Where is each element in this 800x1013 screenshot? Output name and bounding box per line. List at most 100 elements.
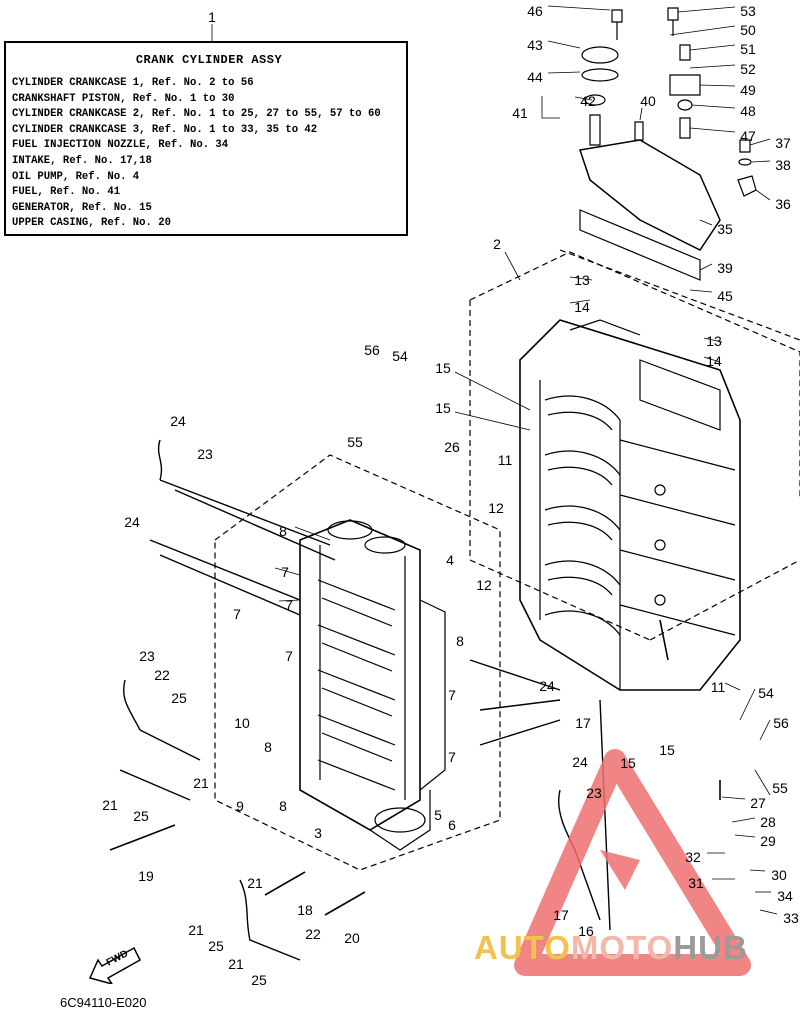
callout-number: 21: [247, 875, 263, 891]
callout-number: 37: [775, 135, 791, 151]
callout-number: 47: [740, 128, 756, 144]
callout-number: 25: [133, 808, 149, 824]
callout-number: 33: [783, 910, 799, 926]
callout-number: 54: [758, 685, 774, 701]
callout-number: 50: [740, 22, 756, 38]
callout-number: 24: [170, 413, 186, 429]
callout-number: 15: [620, 755, 636, 771]
callout-number: 21: [102, 797, 118, 813]
callout-number: 25: [251, 972, 267, 988]
callout-number: 11: [711, 679, 726, 695]
callout-number: 23: [586, 785, 602, 801]
callout-number: 53: [740, 3, 756, 19]
callout-number: 54: [392, 348, 408, 364]
callout-number: 7: [281, 564, 289, 580]
callout-number: 41: [512, 105, 528, 121]
callout-number: 34: [777, 888, 793, 904]
callout-number: 7: [448, 749, 456, 765]
callout-number: 15: [659, 742, 675, 758]
legend-line: OIL PUMP, Ref. No. 4: [12, 170, 140, 183]
callout-number: 42: [580, 93, 596, 109]
callout-number: 40: [640, 93, 656, 109]
callout-number: 9: [236, 798, 244, 814]
callout-number: 24: [124, 514, 140, 530]
callout-number: 27: [750, 795, 766, 811]
callout-number: 21: [188, 922, 204, 938]
callout-number: 14: [706, 353, 722, 369]
callout-number: 44: [527, 69, 543, 85]
callout-number: 26: [444, 439, 460, 455]
bolts: [109, 619, 721, 916]
leader-lines: [211, 5, 778, 915]
callout-number: 48: [740, 103, 756, 119]
watermark-logo-mark: [514, 749, 751, 976]
callout-number: 18: [297, 902, 313, 918]
callout-number: 8: [279, 798, 287, 814]
legend-title: CRANK CYLINDER ASSY: [135, 53, 283, 67]
callout-number: 22: [305, 926, 321, 942]
crankcase-left: [299, 519, 446, 851]
legend-line: GENERATOR, Ref. No. 15: [12, 201, 152, 214]
callout-number: 39: [717, 260, 733, 276]
callout-number: 22: [154, 667, 170, 683]
callout-number: 7: [448, 687, 456, 703]
callout-number: 17: [553, 907, 569, 923]
callout-number: 2: [493, 236, 501, 252]
legend-line: CYLINDER CRANKCASE 2, Ref. No. 1 to 25, …: [12, 108, 381, 121]
fwd-arrow: FWD: [84, 938, 144, 986]
callout-number: 24: [572, 754, 588, 770]
hoses: [119, 439, 611, 961]
callout-number: 6: [448, 817, 456, 833]
callout-number: 23: [139, 648, 155, 664]
legend-line: UPPER CASING, Ref. No. 20: [12, 217, 171, 230]
legend-line: CYLINDER CRANKCASE 1, Ref. No. 2 to 56: [12, 77, 254, 89]
callout-number: 17: [575, 715, 591, 731]
callout-number: 56: [364, 342, 380, 358]
callout-number: 10: [234, 715, 250, 731]
watermark-hub: HUB: [673, 929, 748, 966]
watermark-moto: MOTO: [570, 929, 674, 966]
callout-number: 8: [264, 739, 272, 755]
callout-number: 21: [228, 956, 244, 972]
callout-number: 56: [773, 715, 789, 731]
callout-number: 12: [476, 577, 492, 593]
callout-number: 14: [574, 299, 590, 315]
callout-number: 4: [446, 552, 454, 568]
callout-number: 45: [717, 288, 733, 304]
legend-line: INTAKE, Ref. No. 17,18: [12, 154, 152, 167]
callout-number: 30: [771, 867, 787, 883]
callout-number: 24: [539, 678, 555, 694]
callout-number: 31: [688, 875, 704, 891]
callout-number: 25: [171, 690, 187, 706]
callout-number: 8: [456, 633, 464, 649]
callout-number: 28: [760, 814, 776, 830]
fwd-arrow-icon: [88, 946, 141, 986]
callout-number: 19: [138, 868, 154, 884]
callout-number: 23: [197, 446, 213, 462]
legend-line: CRANKSHAFT PISTON, Ref. No. 1 to 30: [12, 92, 235, 105]
callout-number: 32: [685, 849, 701, 865]
crank-cylinder-legend: CRANK CYLINDER ASSY CYLINDER CRANKCASE 1…: [4, 41, 408, 236]
thermostat-parts: [611, 7, 757, 197]
callout-number: 55: [347, 434, 363, 450]
exhaust-cover: [579, 46, 721, 281]
callout-number: 15: [435, 400, 451, 416]
callout-number: 3: [314, 825, 322, 841]
callout-number: 1: [208, 9, 216, 25]
block-boundary-right: [469, 251, 800, 641]
callout-number: 29: [760, 833, 776, 849]
legend-line: CYLINDER CRANKCASE 3, Ref. No. 1 to 33, …: [12, 123, 318, 136]
callout-number: 7: [285, 597, 293, 613]
callout-number: 15: [435, 360, 451, 376]
callout-number: 43: [527, 37, 543, 53]
callout-number: 11: [498, 452, 513, 468]
callout-number: 12: [488, 500, 504, 516]
callout-number: 25: [208, 938, 224, 954]
callout-number: 7: [285, 648, 293, 664]
watermark-text: AUTOMOTOHUB: [474, 929, 748, 967]
callout-number: 36: [775, 196, 791, 212]
callout-number: 21: [193, 775, 209, 791]
legend-line: FUEL INJECTION NOZZLE, Ref. No. 34: [12, 139, 229, 152]
callout-number: 49: [740, 82, 756, 98]
